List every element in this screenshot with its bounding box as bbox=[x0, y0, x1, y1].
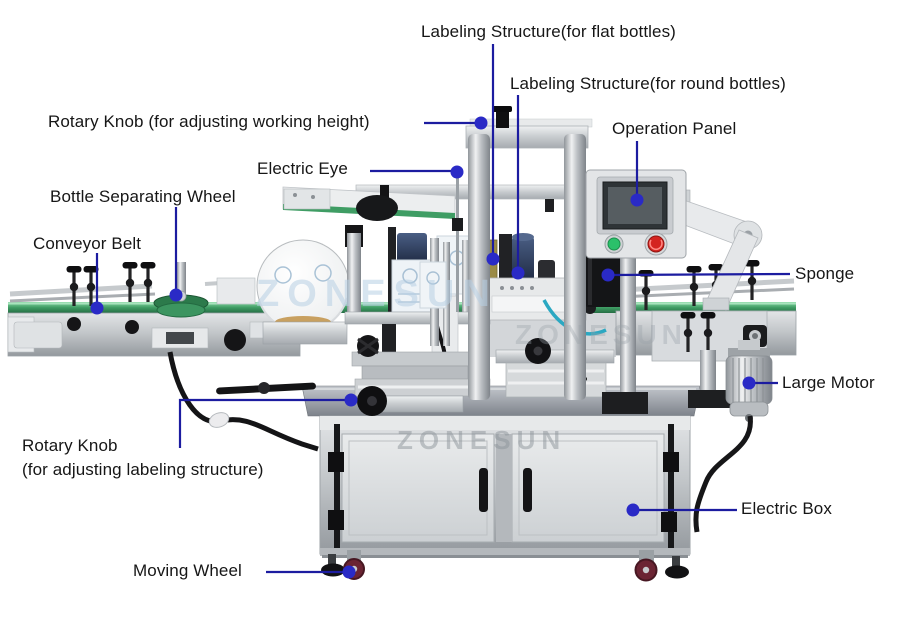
support-column bbox=[700, 350, 716, 394]
label-separating-wheel: Bottle Separating Wheel bbox=[50, 187, 236, 206]
panel-pole-base bbox=[602, 392, 648, 414]
label-working-height: Rotary Knob (for adjusting working heigh… bbox=[48, 112, 370, 131]
leader-labeling-knob bbox=[178, 398, 347, 448]
label-electric-eye: Electric Eye bbox=[257, 159, 348, 178]
label-labeling-knob: Rotary Knob (for adjusting labeling stru… bbox=[22, 436, 264, 480]
leader-sponge bbox=[609, 272, 791, 277]
drive-pulley bbox=[356, 195, 398, 221]
cabinet-door-left bbox=[341, 433, 495, 543]
leader-dots bbox=[90, 116, 756, 579]
electric-box-cabinet bbox=[301, 385, 701, 582]
leader-lines bbox=[95, 44, 791, 574]
gantry-frame bbox=[465, 106, 593, 400]
emergency-stop-button[interactable] bbox=[644, 232, 668, 256]
label-round-bottles: Labeling Structure(for round bottles) bbox=[510, 74, 786, 93]
watermark-cabinet: ZONESUN bbox=[397, 425, 566, 455]
clamp-knobs bbox=[67, 317, 139, 334]
label-roll bbox=[256, 239, 350, 345]
labeling-adjust-knob bbox=[216, 382, 387, 416]
label-large-motor: Large Motor bbox=[782, 373, 875, 392]
bottle-separating-wheel bbox=[153, 262, 256, 318]
working-height-knob bbox=[492, 106, 512, 128]
panel-pole bbox=[620, 256, 636, 396]
watermark-center: ZONESUN bbox=[256, 273, 498, 315]
ball-knob bbox=[224, 329, 246, 351]
door-hinges bbox=[328, 452, 679, 532]
motor-cable bbox=[693, 415, 753, 533]
label-flat-bottles: Labeling Structure(for flat bottles) bbox=[421, 22, 676, 41]
label-electric-box: Electric Box bbox=[741, 499, 832, 518]
label-moving-wheel: Moving Wheel bbox=[133, 561, 242, 580]
label-sponge: Sponge bbox=[795, 264, 855, 283]
label-conveyor-belt: Conveyor Belt bbox=[33, 234, 142, 253]
label-operation-panel: Operation Panel bbox=[612, 119, 737, 138]
column-base bbox=[688, 390, 732, 408]
moving-wheel-right bbox=[634, 550, 689, 582]
start-button[interactable] bbox=[604, 234, 624, 254]
adjust-stage bbox=[351, 335, 491, 413]
watermark-right: ZONESUN bbox=[515, 319, 687, 350]
cabinet-door-right bbox=[511, 433, 665, 543]
